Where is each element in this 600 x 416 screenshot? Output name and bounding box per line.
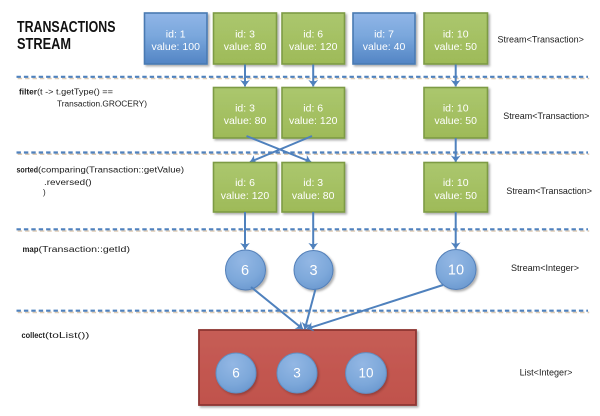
svg-text:id: 3: id: 3 <box>235 28 255 40</box>
svg-text:STREAM: STREAM <box>17 36 71 53</box>
svg-text:value: 50: value: 50 <box>434 41 477 53</box>
svg-text:10: 10 <box>358 366 373 381</box>
svg-text:Stream<Transaction>: Stream<Transaction> <box>503 111 589 121</box>
svg-text:map(Transaction::getId): map(Transaction::getId) <box>23 245 131 254</box>
svg-text:value: 120: value: 120 <box>289 115 338 127</box>
svg-text:value: 50: value: 50 <box>434 115 477 127</box>
svg-text:value: 80: value: 80 <box>292 190 335 202</box>
svg-text:id: 1: id: 1 <box>166 28 186 40</box>
svg-text:6: 6 <box>241 263 249 279</box>
svg-text:value: 120: value: 120 <box>289 41 338 53</box>
svg-text:List<Integer>: List<Integer> <box>520 367 573 377</box>
svg-text:id: 10: id: 10 <box>443 103 469 115</box>
svg-text:value: 120: value: 120 <box>221 190 270 202</box>
svg-text:3: 3 <box>293 366 301 381</box>
svg-text:id: 10: id: 10 <box>443 28 469 40</box>
svg-text:TRANSACTIONS: TRANSACTIONS <box>17 19 116 36</box>
svg-text:id: 3: id: 3 <box>303 177 323 189</box>
svg-text:value: 80: value: 80 <box>224 41 267 53</box>
svg-text:value: 50: value: 50 <box>434 190 477 202</box>
svg-text:3: 3 <box>309 263 317 279</box>
svg-text:6: 6 <box>232 366 240 381</box>
svg-text:Stream<Transaction>: Stream<Transaction> <box>498 34 584 44</box>
svg-text:filter(t -> t.getType() ==: filter(t -> t.getType() == <box>19 88 113 97</box>
svg-text:Stream<Integer>: Stream<Integer> <box>511 263 579 273</box>
svg-text:sorted(comparing(Transaction::: sorted(comparing(Transaction::getValue) <box>17 166 185 175</box>
svg-text:value: 80: value: 80 <box>224 115 267 127</box>
svg-text:collect(toList()): collect(toList()) <box>22 331 90 340</box>
svg-text:10: 10 <box>448 263 464 279</box>
svg-text:value: 100: value: 100 <box>151 41 200 53</box>
svg-text:id: 3: id: 3 <box>235 103 255 115</box>
svg-text:.reversed(): .reversed() <box>44 178 92 187</box>
svg-text:id: 6: id: 6 <box>303 103 323 115</box>
svg-text:Stream<Transaction>: Stream<Transaction> <box>506 186 592 196</box>
svg-text:id: 6: id: 6 <box>235 177 255 189</box>
svg-text:Transaction.GROCERY): Transaction.GROCERY) <box>57 100 147 109</box>
svg-text:id: 6: id: 6 <box>303 28 323 40</box>
svg-text:value: 40: value: 40 <box>363 41 406 53</box>
svg-text:id: 10: id: 10 <box>443 177 469 189</box>
svg-text:): ) <box>43 188 46 197</box>
svg-text:id: 7: id: 7 <box>374 28 394 40</box>
